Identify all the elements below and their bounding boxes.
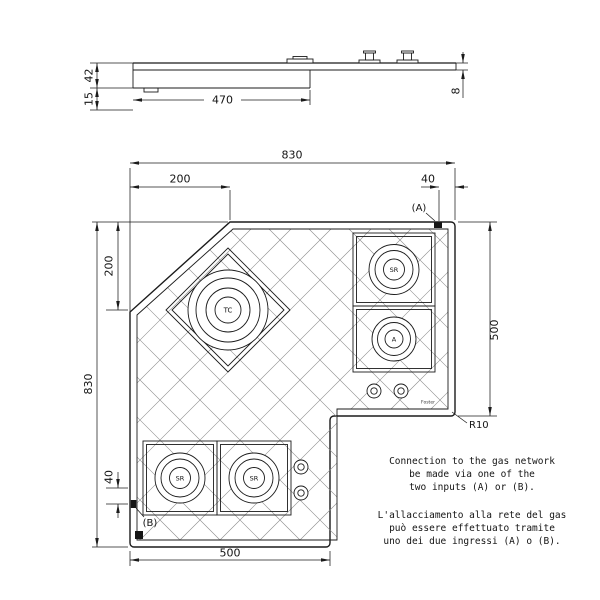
dimension-830-left: 830 [82,221,228,548]
gas-input-a-mark [434,222,442,228]
burner-sr-center-label: SR [250,475,259,483]
side-elevation-view: 42 15 470 8 [83,50,468,111]
gas-input-b-mark [130,500,137,508]
dimension-470: 470 [133,90,311,107]
burner-tc: TC [187,269,269,351]
note-it-line2: può essere effettuato tramite [389,523,555,534]
burner-sr-right: SR [368,244,420,295]
note-it-line3: uno dei due ingressi (A) o (B). [383,536,560,547]
dim-40-top-label: 40 [421,173,435,186]
note-en-line1: Connection to the gas network [389,456,555,467]
note-en-line2: be made via one of the [409,469,535,480]
gas-inlet-tab [143,87,159,93]
burner-aux-label: A [392,336,397,344]
dimension-42: 42 [83,62,133,89]
dimension-200-left: 200 [103,222,128,311]
dim-200-top-label: 200 [170,173,191,186]
dim-200-left-label: 200 [103,256,116,277]
radius-annotation: R10 [451,411,489,431]
gas-input-a-leader [425,212,436,222]
brand-label: Foster [421,400,435,406]
note-en-line3: two inputs (A) or (B). [409,482,535,493]
note-it-line1: L'allacciamento alla rete del gas [378,510,567,521]
burner-sr-left: SR [154,452,206,504]
burner-sr-left-label: SR [176,475,185,483]
gas-input-b-label: (B) [143,518,158,529]
pan-support-frames [142,232,436,516]
burner-sr-center: SR [228,452,280,504]
fixing-holes [293,383,409,501]
dimension-200-top: 200 [130,173,231,220]
dimension-830-top: 830 [129,149,456,312]
dim-830-left-label: 830 [82,374,95,395]
dim-40-left-label: 40 [103,470,116,484]
dim-470-label: 470 [212,94,233,107]
dim-15-label: 15 [83,92,96,106]
dimension-15: 15 [83,88,133,111]
dimension-500-bottom: 500 [129,547,331,566]
logo-mark [135,531,143,539]
dim-830-top-label: 830 [282,149,303,162]
dim-500-right-label: 500 [488,320,501,341]
side-profile [132,62,457,93]
burner-tc-label: TC [223,307,233,315]
gas-input-a-label: (A) [412,203,427,214]
radius-label: R10 [469,420,489,431]
gas-input-b-leader [135,507,145,518]
dim-500-bottom-label: 500 [220,547,241,560]
dim-8-label: 8 [450,88,463,95]
dimension-40-left: 40 [103,470,128,518]
hob-inner-edge [136,228,449,541]
dimension-8: 8 [450,52,468,98]
note-italian: L'allacciamento alla rete del gas può es… [378,510,567,547]
burner-caps-side [286,50,419,64]
note-english: Connection to the gas network be made vi… [389,456,555,493]
burner-sr-right-label: SR [390,266,399,274]
dim-42-label: 42 [83,69,96,83]
dimension-40-top: 40 [421,173,468,221]
burner-aux: A [371,316,417,362]
dimension-500-right: 500 [458,221,501,417]
